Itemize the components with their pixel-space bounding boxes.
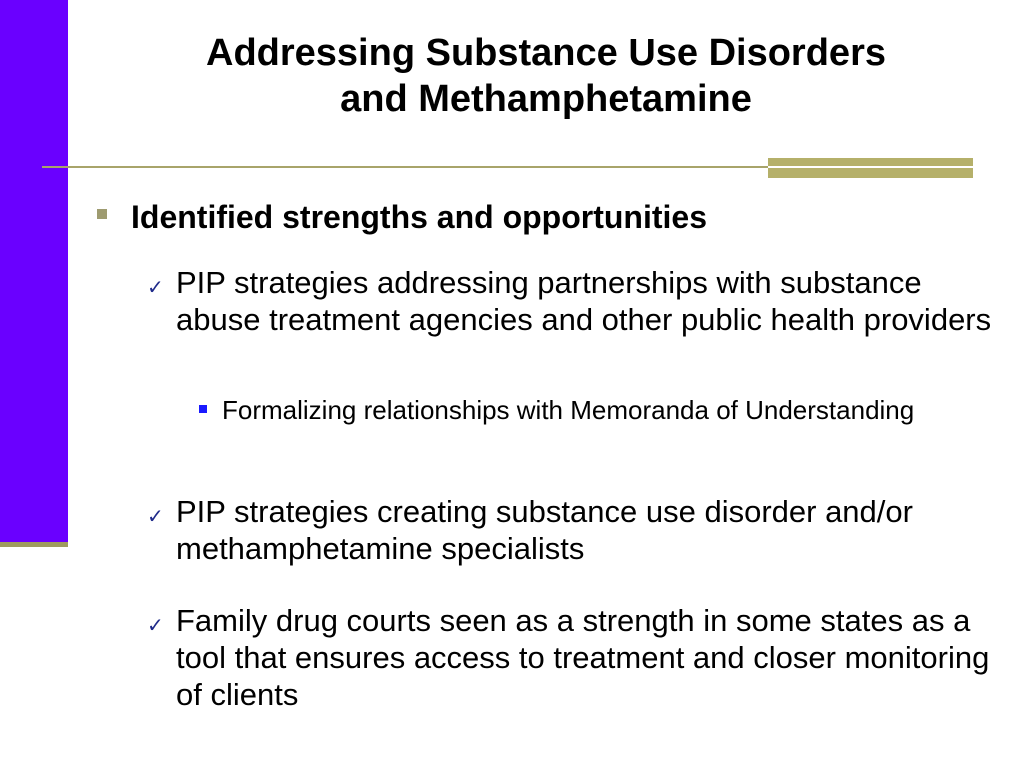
slide-title-line-1: Addressing Substance Use Disorders bbox=[206, 32, 886, 74]
bullet-item-1: PIP strategies addressing partnerships w… bbox=[176, 265, 992, 337]
check-icon: ✓ bbox=[147, 615, 164, 637]
square-bullet-icon bbox=[199, 405, 207, 413]
bullet-item-2: PIP strategies creating substance use di… bbox=[176, 494, 913, 566]
square-bullet-icon bbox=[97, 209, 107, 219]
left-accent-bar-base bbox=[0, 542, 68, 547]
bullet-item-3: Family drug courts seen as a strength in… bbox=[176, 603, 990, 712]
section-heading: Identified strengths and opportunities bbox=[131, 199, 707, 235]
title-divider-accent bbox=[768, 158, 973, 178]
slide-title: Addressing Substance Use Disorders and M… bbox=[68, 30, 1024, 122]
check-icon: ✓ bbox=[147, 277, 164, 299]
slide-title-line-2: and Methamphetamine bbox=[340, 78, 752, 120]
title-divider-line bbox=[42, 166, 768, 168]
left-accent-bar bbox=[0, 0, 68, 546]
sub-bullet-item-1: Formalizing relationships with Memoranda… bbox=[222, 395, 915, 425]
check-icon: ✓ bbox=[147, 506, 164, 528]
